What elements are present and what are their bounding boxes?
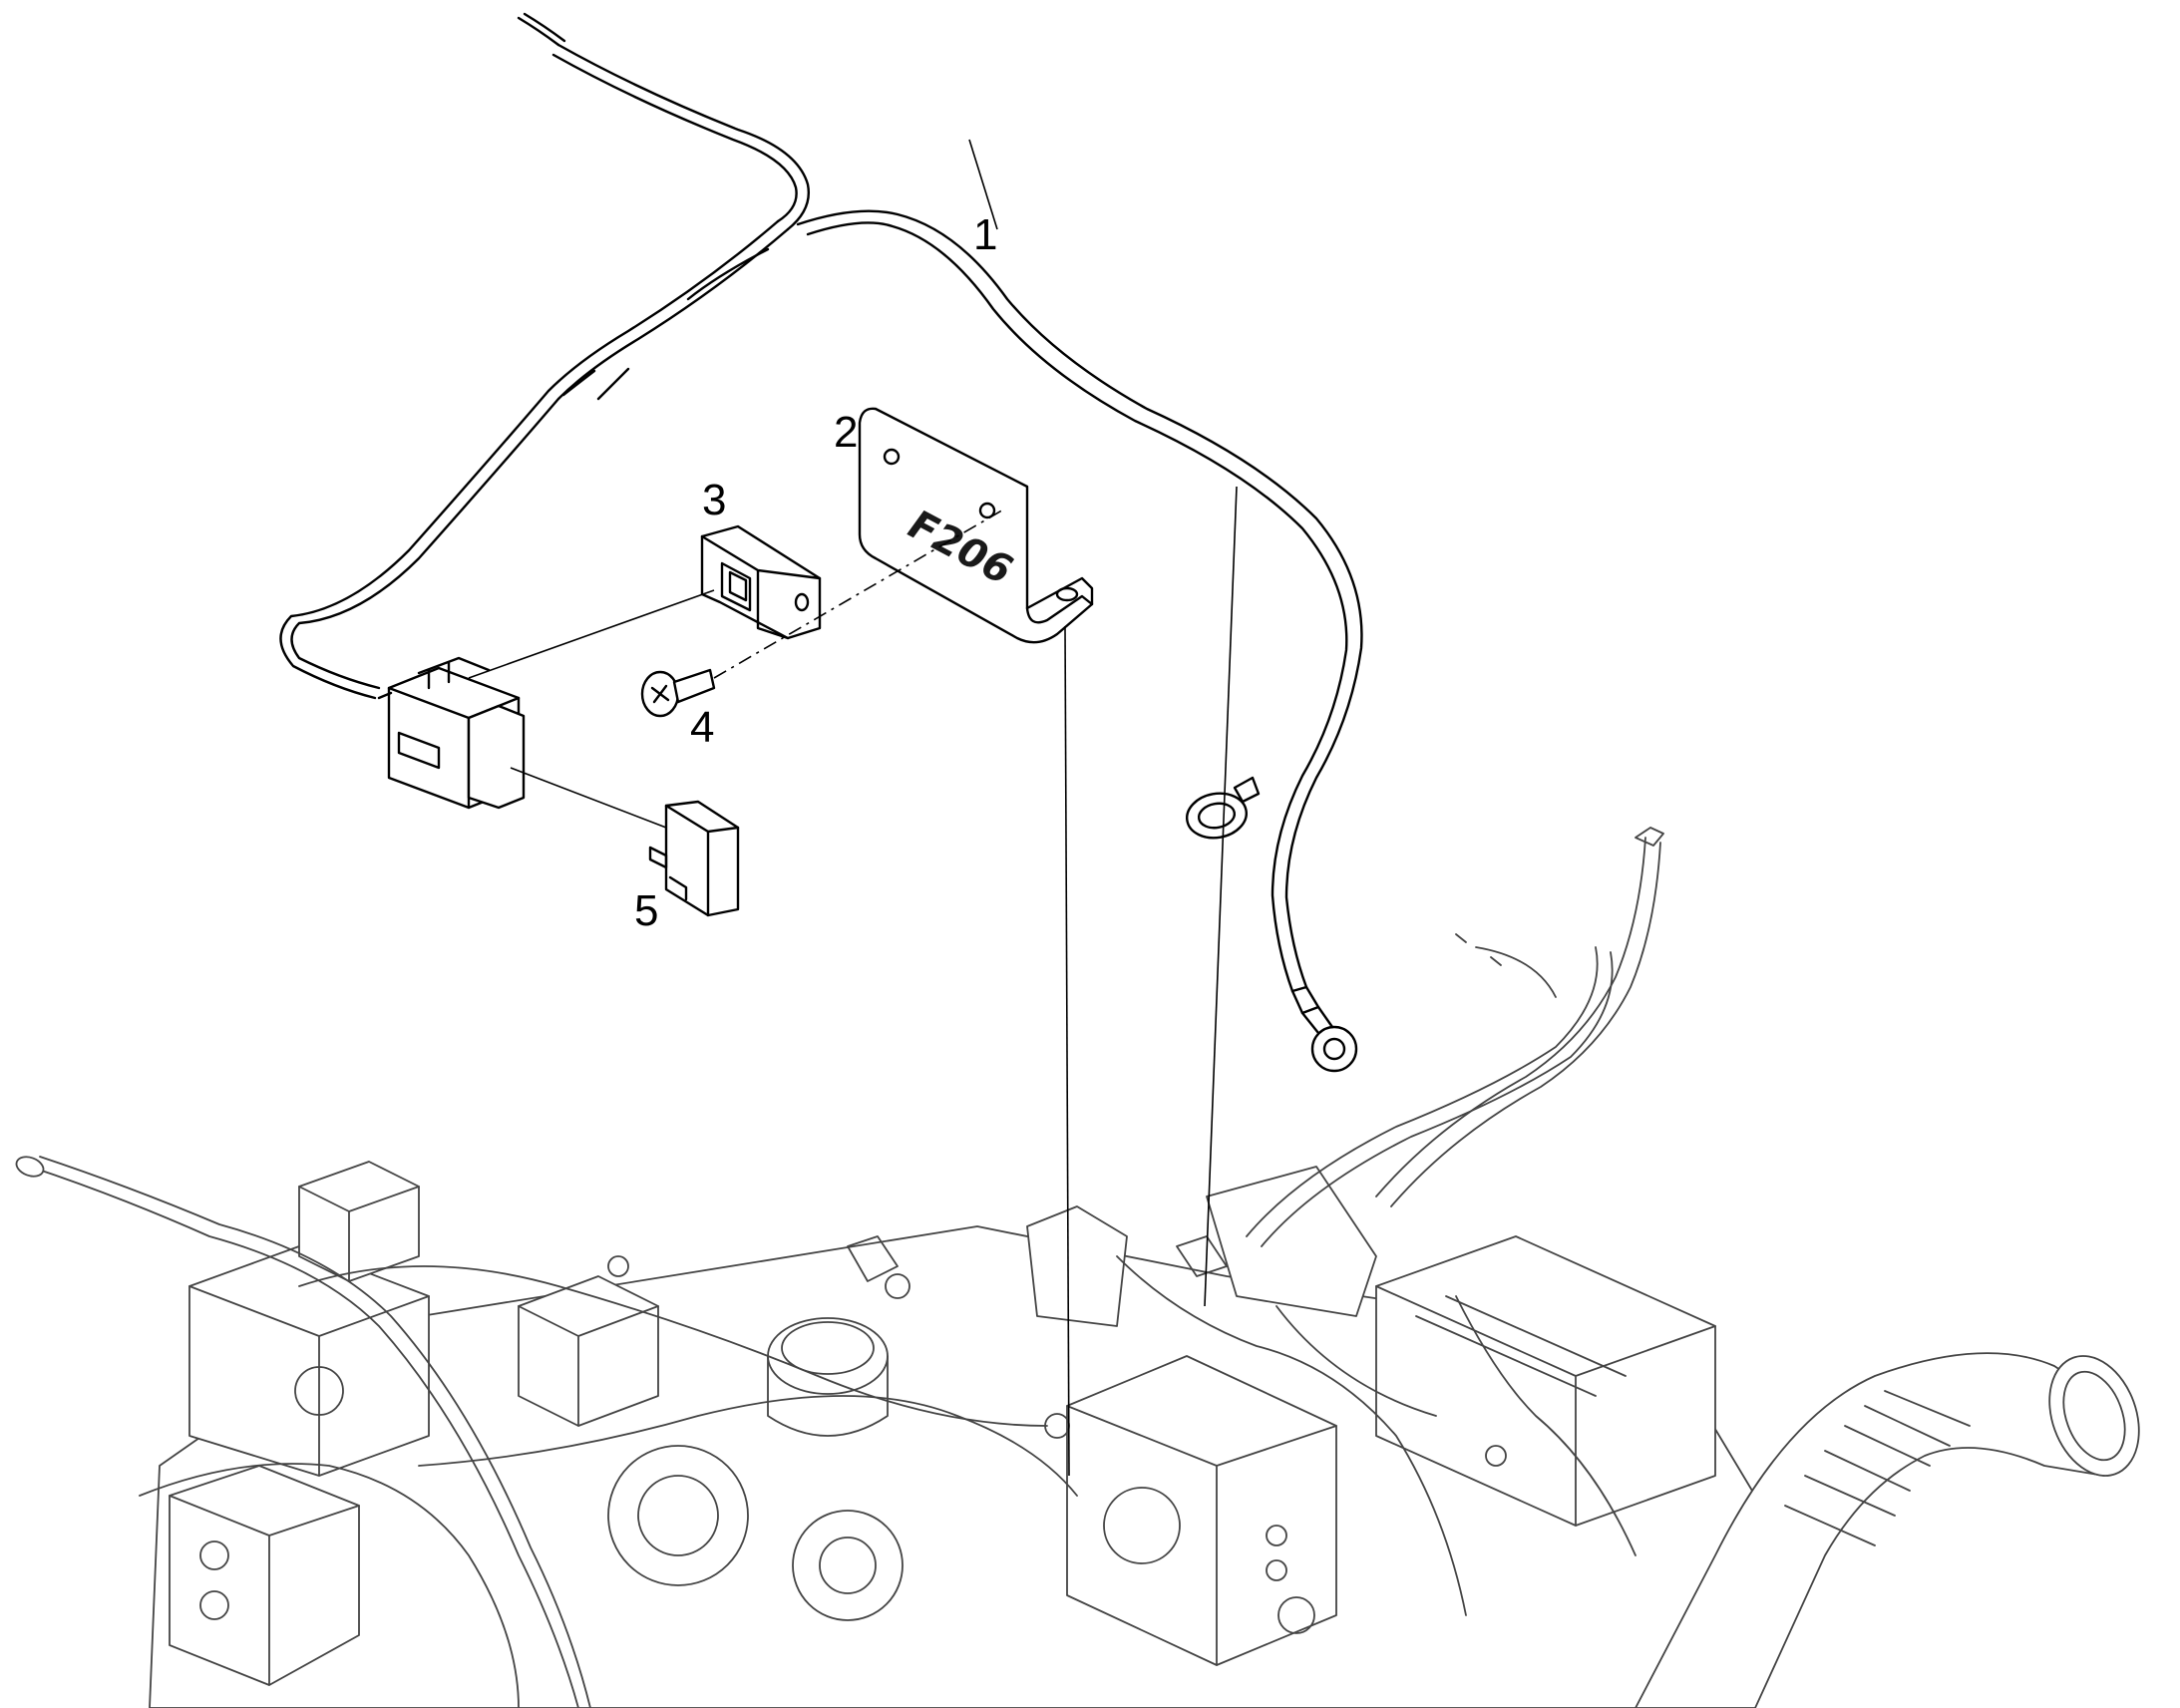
engine-assembly: [15, 827, 2140, 1708]
leader-lines: [468, 139, 1238, 1477]
callout-labels: 1 2 3 4 5: [634, 210, 997, 935]
callout-2: 2: [834, 408, 858, 457]
callout-4: 4: [690, 703, 714, 752]
screw: [640, 668, 716, 718]
callout-3: 3: [702, 476, 726, 524]
wiring-harness: [279, 12, 1363, 1073]
fuse-holder-clip: [700, 524, 822, 640]
fuse-holder-connector: [377, 656, 526, 810]
callout-1: 1: [973, 210, 997, 259]
callout-5: 5: [634, 886, 658, 935]
blade-fuse: [648, 800, 740, 917]
